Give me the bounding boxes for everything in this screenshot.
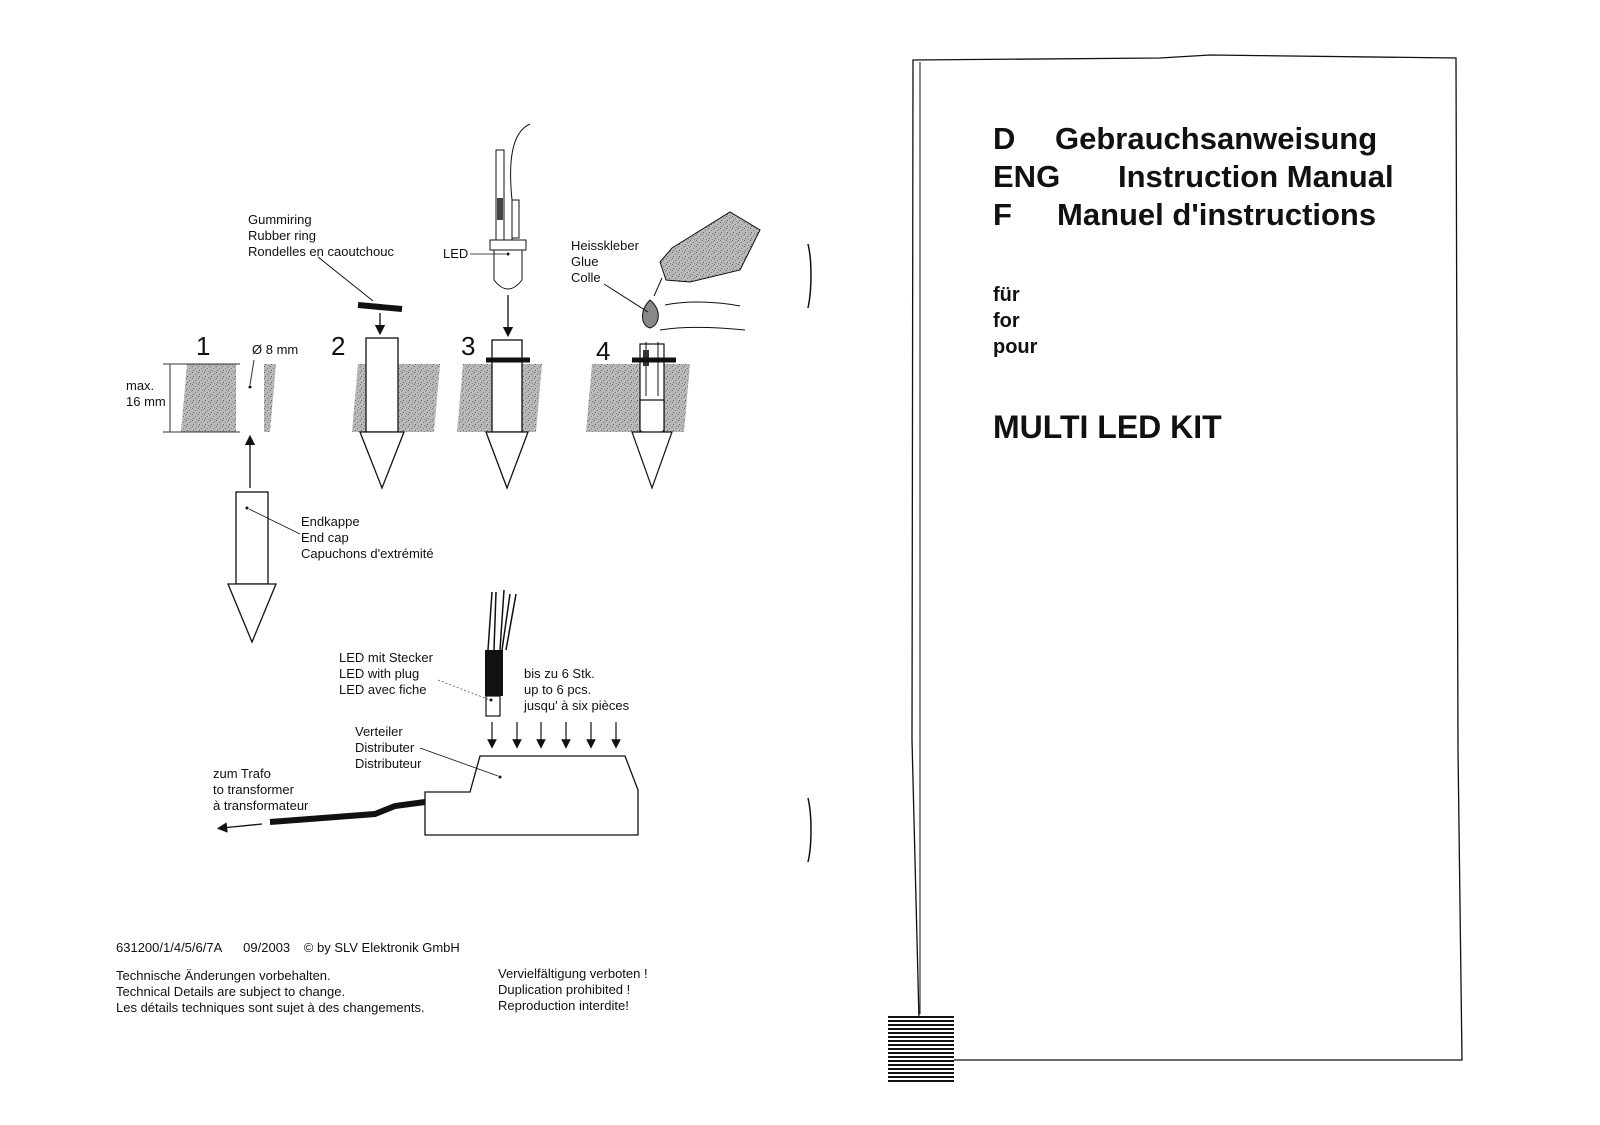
step-2-number: 2 (331, 331, 346, 361)
technical-notice: Technische Änderungen vorbehalten. Techn… (116, 968, 425, 1015)
duplication-notice: Vervielfältigung verboten ! Duplication … (498, 966, 648, 1013)
stripe-block (888, 1016, 954, 1084)
footer-code-line: 631200/1/4/5/6/7A 09/2003 © by SLV Elekt… (116, 940, 460, 956)
led-plug-label: LED mit Stecker LED with plug LED avec f… (339, 650, 433, 697)
transformer-label: zum Trafo to transformer à transformateu… (213, 766, 309, 813)
led-label: LED (443, 246, 469, 261)
copyright: © by SLV Elektronik GmbH (303, 940, 460, 955)
end-cap-drawing (227, 434, 301, 644)
article-number: 631200/1/4/5/6/7A (116, 940, 222, 955)
diameter-label: Ø 8 mm (252, 342, 299, 357)
product-name: MULTI LED KIT (993, 409, 1222, 445)
manual-title-en: ENG Instruction Manual (993, 158, 1394, 196)
step-4-board (586, 211, 761, 490)
edition-date: 09/2003 (243, 940, 291, 955)
rubber-ring-label: Gummiring Rubber ring Rondelles en caout… (248, 212, 394, 259)
title-fr: Manuel d'instructions (1057, 197, 1377, 232)
quantity-label: bis zu 6 Stk. up to 6 pcs. jusqu' à six … (524, 666, 630, 713)
distributor-drawing (216, 589, 639, 836)
lang-code-fr: F (993, 197, 1012, 232)
manual-title-de: D Gebrauchsanweisung (993, 120, 1377, 158)
end-cap-label: Endkappe End cap Capuchons d'extrémité (301, 514, 434, 561)
lang-code-en: ENG (993, 159, 1061, 194)
lang-code-de: D (993, 121, 1016, 156)
distributor-label: Verteiler Distributer Distributeur (355, 724, 422, 771)
step-3-board (457, 123, 542, 490)
step-1-number: 1 (196, 331, 211, 361)
cover-frame (911, 54, 1463, 1061)
binding-mark-top (807, 243, 812, 309)
step-2-board (317, 256, 440, 490)
title-en: Instruction Manual (1118, 159, 1394, 194)
title-de: Gebrauchsanweisung (1055, 121, 1378, 156)
for-label: für for pour (993, 284, 1038, 358)
glue-label: Heisskleber Glue Colle (571, 238, 639, 285)
manual-title-fr: F Manuel d'instructions (993, 196, 1376, 234)
step-4-number: 4 (596, 336, 611, 366)
step-3-number: 3 (461, 331, 476, 361)
max-height-label: max. 16 mm (126, 378, 166, 409)
step-1-board (163, 359, 276, 433)
binding-mark-bottom (807, 797, 812, 863)
